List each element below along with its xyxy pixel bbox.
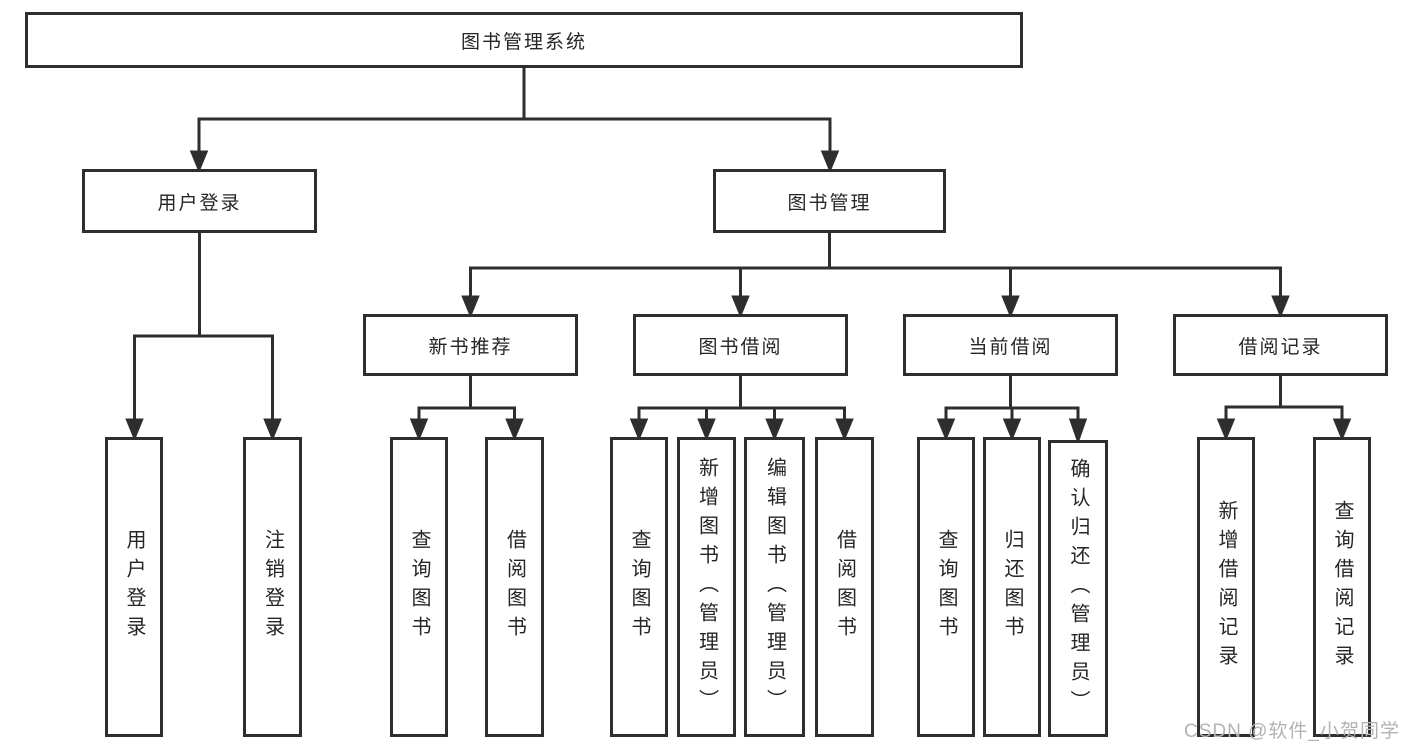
node-current-borrowing: 当前借阅 <box>903 314 1118 376</box>
leaf-borrow-books: 借阅图书 <box>815 437 874 737</box>
node-user-login: 用户登录 <box>82 169 317 233</box>
node-label: 确认归还（管理员） <box>1067 458 1089 719</box>
node-label: 归还图书 <box>1001 529 1023 645</box>
arrowhead <box>820 150 840 173</box>
node-label: 查询图书 <box>935 529 957 645</box>
node-label: 图书借阅 <box>698 336 783 358</box>
node-label: 新书推荐 <box>428 336 513 358</box>
leaf-confirm-return-admin: 确认归还（管理员） <box>1048 440 1108 737</box>
node-label: 新增图书（管理员） <box>695 456 718 718</box>
leaf-return-book: 归还图书 <box>983 437 1041 737</box>
node-label: 查询图书 <box>628 529 650 645</box>
node-book-management: 图书管理 <box>713 169 946 233</box>
node-label: 注销登录 <box>261 529 284 645</box>
csdn-watermark: CSDN @软件_小贺同学 <box>1184 721 1400 742</box>
node-label: 当前借阅 <box>968 336 1053 358</box>
node-label: 借阅记录 <box>1238 336 1323 358</box>
node-label: 用户登录 <box>157 192 242 214</box>
leaf-query-borrow-record: 查询借阅记录 <box>1313 437 1371 737</box>
node-label: 新增借阅记录 <box>1215 500 1237 674</box>
arrowhead <box>189 150 209 173</box>
node-new-book-recommendation: 新书推荐 <box>363 314 578 376</box>
leaf-query-books-recommend: 查询图书 <box>390 437 448 737</box>
node-label: 查询借阅记录 <box>1331 500 1353 674</box>
leaf-edit-book-admin: 编辑图书（管理员） <box>744 437 805 737</box>
node-label: 用户登录 <box>123 529 145 645</box>
node-label: 编辑图书（管理员） <box>763 456 786 718</box>
node-label: 图书管理系统 <box>460 31 587 53</box>
leaf-borrow-books-recommend: 借阅图书 <box>485 437 544 737</box>
leaf-add-borrow-record: 新增借阅记录 <box>1197 437 1255 737</box>
node-label: 图书管理 <box>787 192 872 214</box>
leaf-user-login: 用户登录 <box>105 437 163 737</box>
leaf-query-books-current: 查询图书 <box>917 437 975 737</box>
leaf-add-book-admin: 新增图书（管理员） <box>677 437 736 737</box>
leaf-query-books-borrowing: 查询图书 <box>610 437 668 737</box>
leaf-logout: 注销登录 <box>243 437 302 737</box>
node-label: 查询图书 <box>408 529 430 645</box>
node-label: 借阅图书 <box>833 529 856 645</box>
node-label: 借阅图书 <box>503 529 526 645</box>
node-library-management-system: 图书管理系统 <box>25 12 1023 68</box>
node-book-borrowing: 图书借阅 <box>633 314 848 376</box>
node-borrowing-records: 借阅记录 <box>1173 314 1388 376</box>
